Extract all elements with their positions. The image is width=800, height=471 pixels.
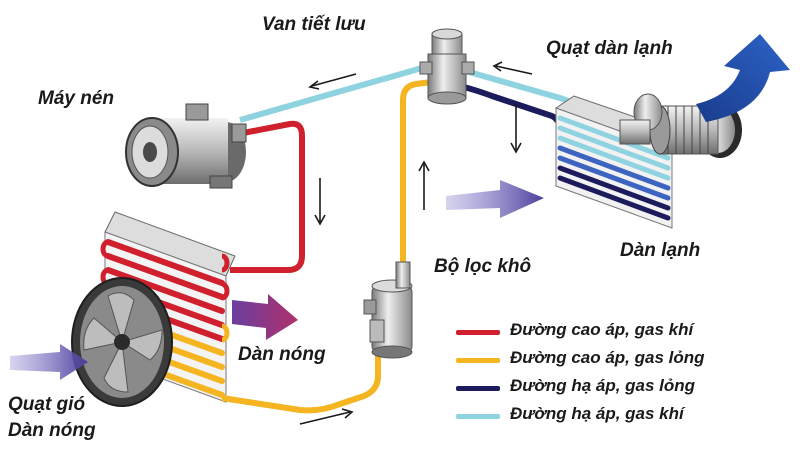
label-filter-dryer: Bộ lọc khô bbox=[434, 256, 532, 277]
label-evaporator: Dàn lạnh bbox=[620, 240, 701, 261]
label-expansion-valve: Van tiết lưu bbox=[262, 14, 366, 35]
legend-label: Đường hạ áp, gas lỏng bbox=[510, 376, 696, 395]
pipe-high-pressure-liquid-up bbox=[400, 79, 433, 262]
legend-swatch-high-pressure-liquid bbox=[456, 358, 500, 363]
legend-swatch-low-pressure-gas bbox=[456, 414, 500, 419]
filter-dryer bbox=[363, 261, 413, 359]
label-compressor: Máy nén bbox=[38, 88, 115, 109]
condenser-exhaust-air-arrow bbox=[232, 294, 298, 340]
label-condenser-fan-line2: Dàn nóng bbox=[8, 420, 96, 441]
legend-swatch-low-pressure-liquid bbox=[456, 386, 500, 391]
flow-arrows bbox=[299, 61, 533, 425]
pipe-low-pressure-gas bbox=[239, 63, 441, 123]
pipe-low-pressure-liquid bbox=[459, 83, 563, 180]
condenser-fan bbox=[71, 277, 173, 407]
evaporator-intake-air-arrow bbox=[446, 180, 544, 218]
legend-swatch-high-pressure-gas bbox=[456, 330, 500, 335]
expansion-valve bbox=[419, 28, 475, 105]
legend-label: Đường cao áp, gas lỏng bbox=[510, 348, 705, 367]
compressor bbox=[125, 103, 247, 189]
legend-label: Đường hạ áp, gas khí bbox=[510, 404, 684, 423]
condenser-intake-air-arrow bbox=[10, 344, 88, 380]
pipe-high-pressure-liquid-bottom bbox=[221, 340, 381, 414]
label-condenser-fan-line1: Quạt gió bbox=[8, 394, 86, 415]
cold-air-out-arrow bbox=[696, 34, 790, 122]
legend-label: Đường cao áp, gas khí bbox=[510, 320, 694, 339]
label-condenser: Dàn nóng bbox=[238, 344, 326, 365]
label-evaporator-fan: Quạt dàn lạnh bbox=[546, 38, 673, 59]
pipe-high-pressure-gas bbox=[230, 120, 305, 273]
